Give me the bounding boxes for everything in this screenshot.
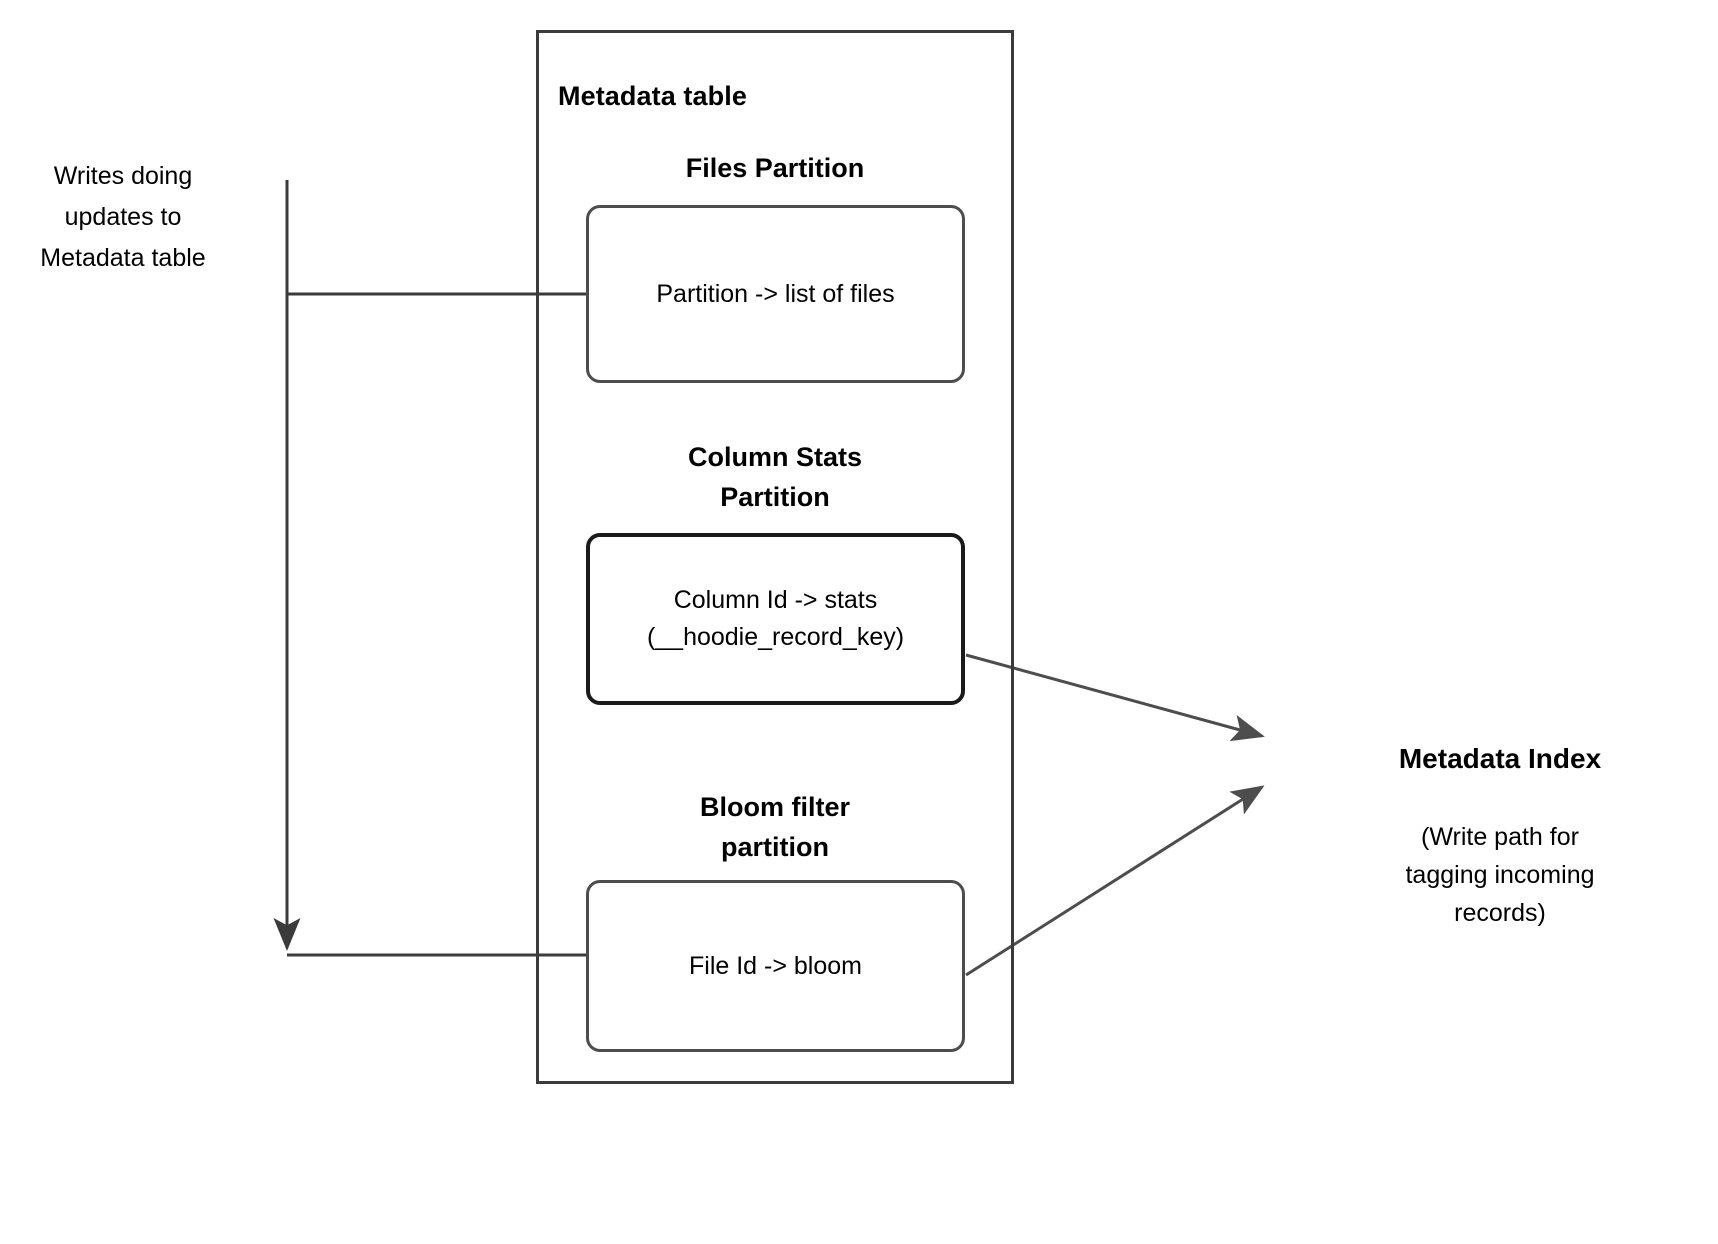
metadata-index-title: Metadata Index [1398, 743, 1602, 774]
column-stats-partition-heading: Column Stats Partition [687, 442, 862, 512]
files-partition-box[interactable]: Partition -> list of files [586, 205, 965, 383]
files-partition-box-label: Partition -> list of files [656, 279, 895, 308]
bloom-filter-partition-heading: Bloom filter partition [699, 792, 850, 862]
metadata-table-title: Metadata table [558, 81, 747, 111]
metadata-table-container [536, 30, 1014, 1084]
column-stats-partition-box-label: Column Id -> stats (__hoodie_record_key) [646, 586, 905, 651]
column-stats-partition-box[interactable]: Column Id -> stats (__hoodie_record_key) [586, 533, 965, 705]
metadata-index-caption: (Write path for tagging incoming records… [1405, 823, 1595, 927]
files-partition-heading: Files Partition [685, 153, 865, 183]
bloom-filter-partition-box-label: File Id -> bloom [689, 951, 862, 980]
bloom-filter-partition-box[interactable]: File Id -> bloom [586, 880, 965, 1052]
writes-updates-note: Writes doing updates to Metadata table [40, 162, 206, 272]
